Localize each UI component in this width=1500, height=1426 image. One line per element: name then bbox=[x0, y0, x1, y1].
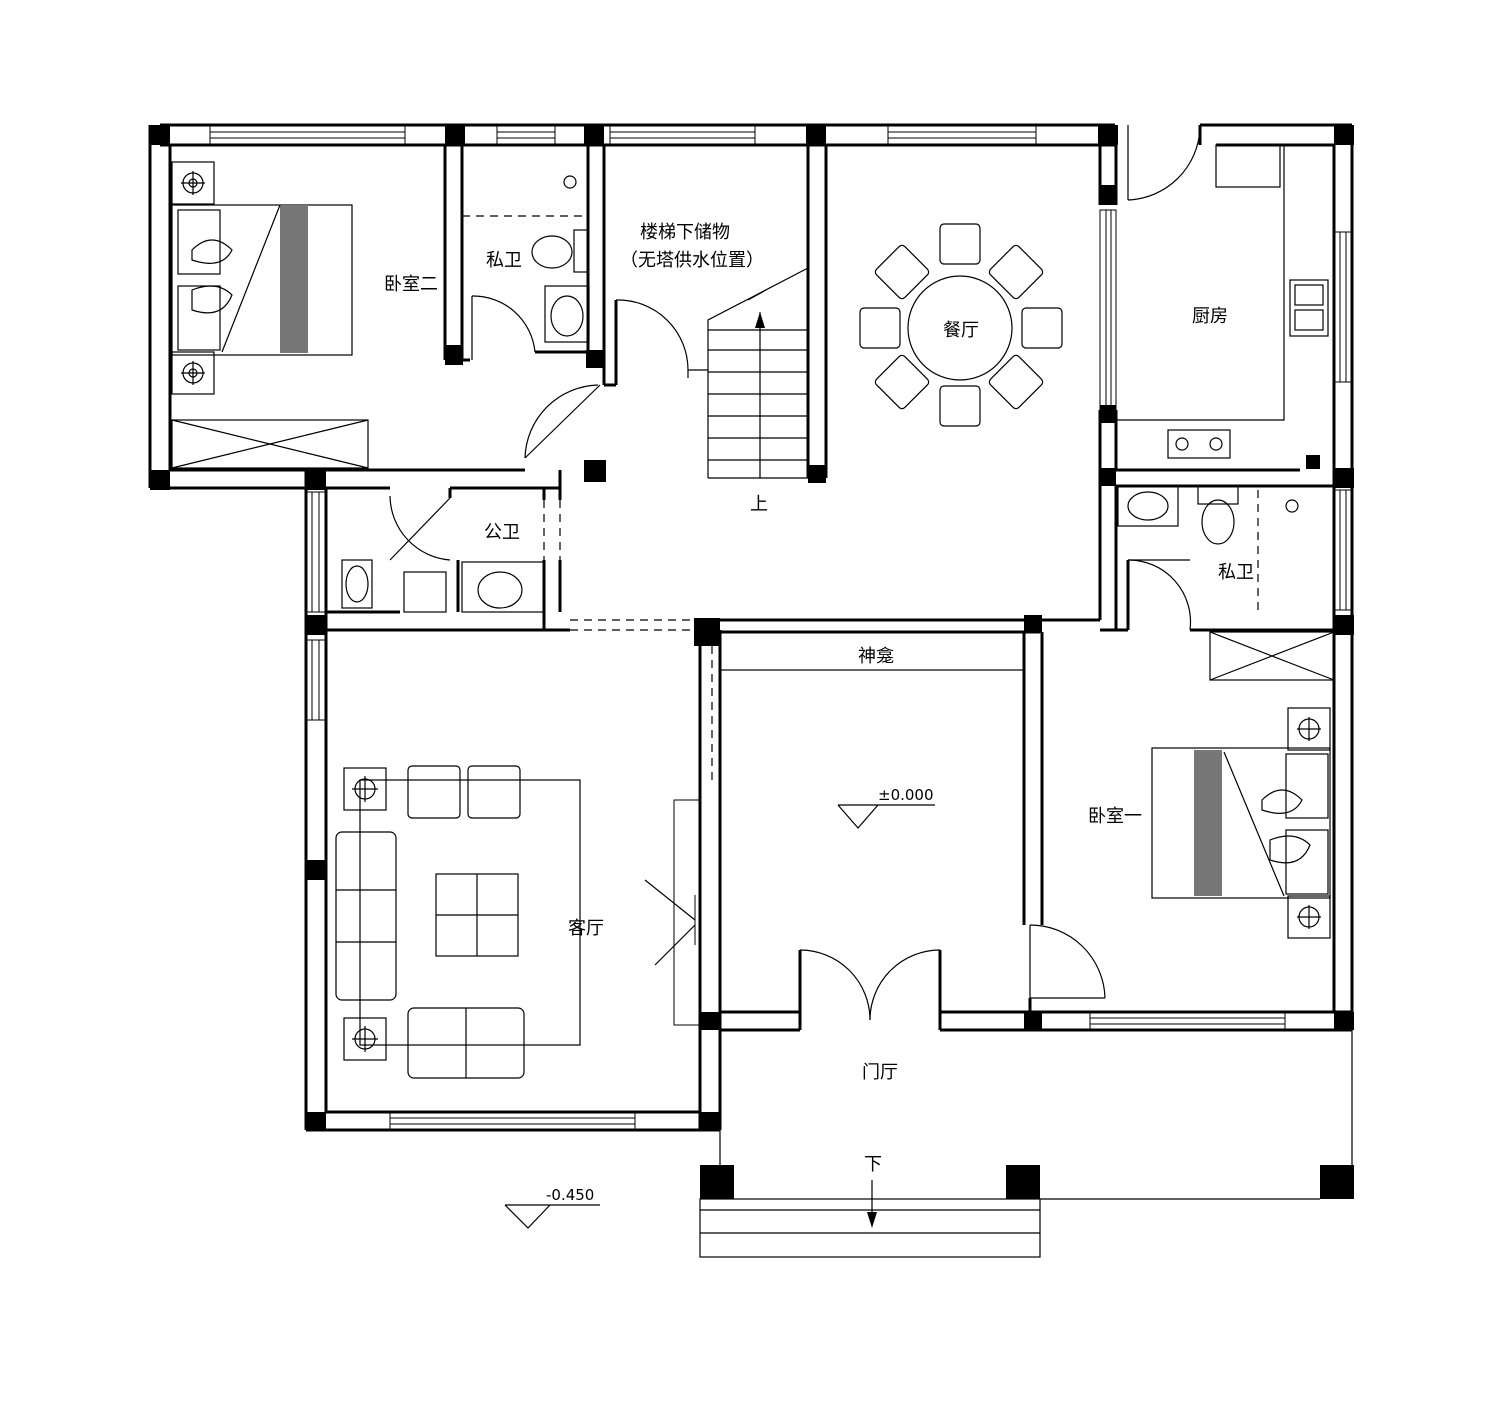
elevation-marker-exterior bbox=[504, 1204, 600, 1229]
room-label-bedroom-one: 卧室一 bbox=[1088, 806, 1142, 827]
staircase bbox=[707, 267, 809, 479]
shrine-cabinet bbox=[719, 631, 1025, 671]
room-label-living: 客厅 bbox=[568, 918, 604, 939]
doors bbox=[389, 125, 1201, 1021]
public-bath-fixtures bbox=[341, 559, 545, 613]
exterior-walls bbox=[148, 123, 1354, 1132]
room-label-stair-storage-note: （无塔供水位置） bbox=[620, 250, 764, 271]
room-label-kitchen: 厨房 bbox=[1192, 306, 1228, 327]
bedroom-one-furniture bbox=[1151, 631, 1335, 939]
private-bath-top-fixtures bbox=[531, 175, 590, 343]
living-room-furniture bbox=[335, 765, 581, 1079]
open-passages bbox=[462, 215, 1259, 780]
dining-table bbox=[859, 223, 1063, 427]
room-label-dining: 餐厅 bbox=[943, 320, 979, 341]
elevation-marker-interior bbox=[837, 804, 935, 829]
kitchen-fixtures bbox=[1116, 144, 1329, 459]
room-label-shrine: 神龛 bbox=[858, 646, 894, 667]
room-label-foyer: 门厅 bbox=[862, 1062, 898, 1083]
room-label-private-bath-right: 私卫 bbox=[1218, 562, 1254, 583]
bedroom-two-furniture bbox=[171, 161, 369, 469]
structural-columns bbox=[150, 125, 1354, 1199]
room-label-private-bath-top: 私卫 bbox=[486, 250, 522, 271]
elevation-exterior-label: -0.450 bbox=[546, 1186, 594, 1204]
front-porch bbox=[699, 1030, 1353, 1258]
room-label-stair-storage: 楼梯下储物 bbox=[640, 222, 730, 243]
room-label-public-bath: 公卫 bbox=[484, 522, 520, 543]
room-label-bedroom-two: 卧室二 bbox=[384, 274, 438, 295]
elevation-interior-label: ±0.000 bbox=[878, 786, 934, 804]
stair-down-label: 下 bbox=[864, 1154, 882, 1175]
private-bath-right-fixtures bbox=[1117, 485, 1299, 545]
windows bbox=[209, 124, 1353, 1131]
stair-up-label: 上 bbox=[750, 494, 768, 515]
